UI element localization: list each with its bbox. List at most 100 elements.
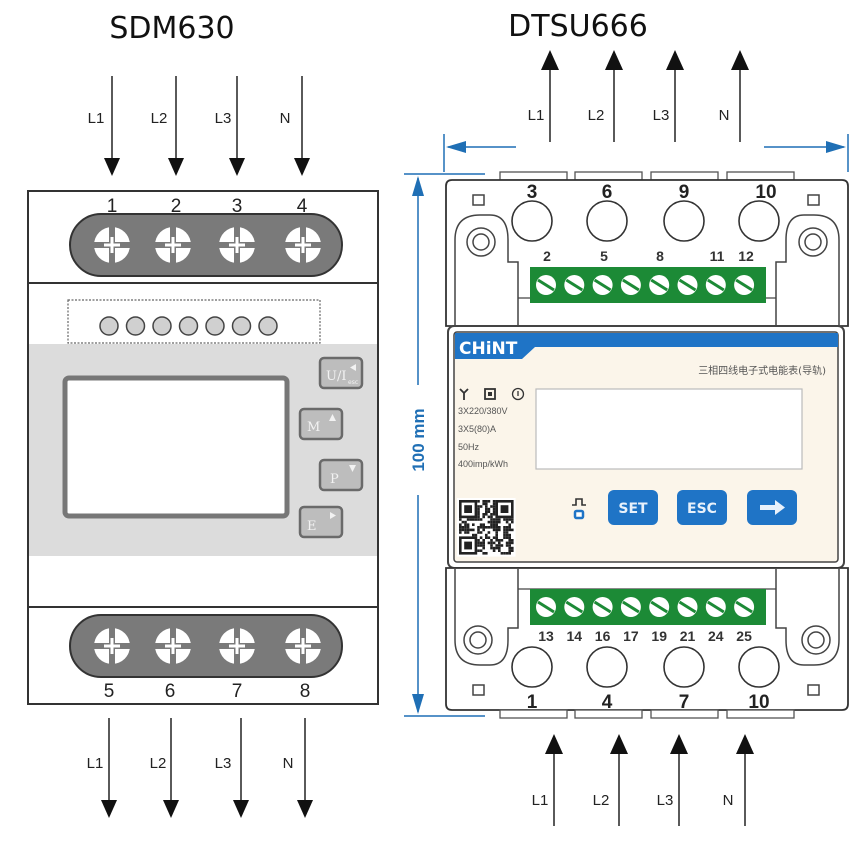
pulse-led-icon <box>572 498 586 520</box>
screw-icon <box>620 275 641 295</box>
terminal-hole <box>738 646 780 688</box>
next-button[interactable] <box>747 490 797 525</box>
wire-label: N <box>283 755 294 772</box>
wire-label: N <box>280 110 291 127</box>
dtsu666-input-wires <box>545 734 754 826</box>
sdm630-leds <box>99 316 278 336</box>
wire-label: N <box>719 107 730 124</box>
screw-icon <box>155 628 191 664</box>
key-sublabel: esc <box>348 379 358 386</box>
terminal-hole <box>511 200 553 242</box>
output-wire-l2 <box>163 718 179 818</box>
screw-icon <box>649 275 670 295</box>
sdm630-bottom-terminal-block <box>69 614 343 678</box>
screw-icon <box>564 275 585 295</box>
input-wire-l1 <box>545 734 563 826</box>
screw-icon <box>677 597 698 617</box>
wire-label: L3 <box>657 792 674 809</box>
wire-label: L1 <box>532 792 549 809</box>
arrow-right-icon <box>760 500 785 515</box>
screw-icon <box>649 597 670 617</box>
dtsu666-title: DTSU666 <box>508 9 648 44</box>
width-dimension <box>443 134 849 172</box>
triangle-right-icon <box>330 512 336 519</box>
esc-button[interactable]: ESC <box>677 490 727 525</box>
terminal-number: 1 <box>107 196 118 217</box>
screw-icon <box>592 275 613 295</box>
key-label: U/I <box>326 369 346 384</box>
wire-label: L2 <box>593 792 610 809</box>
esc-button-label: ESC <box>687 501 717 517</box>
terminal-number: 17 <box>623 628 639 644</box>
key-ui-esc[interactable]: U/I esc <box>318 356 364 390</box>
chint-logo: CHiNT <box>459 339 518 359</box>
screw-icon <box>677 275 698 295</box>
double-insulation-icon <box>484 388 496 400</box>
product-name: 三相四线电子式电能表(导轨) <box>698 364 826 377</box>
sdm630-led-window <box>67 299 321 344</box>
terminal-number: 10 <box>748 692 769 713</box>
input-wire-l3 <box>670 734 688 826</box>
terminal-number: 9 <box>679 182 690 203</box>
output-wire-l2 <box>605 50 623 142</box>
led-indicator <box>125 316 146 336</box>
screw-icon <box>536 275 556 295</box>
wire-label: L2 <box>151 110 168 127</box>
dtsu666-bottom-large-terminals <box>511 646 780 688</box>
wire-label: L2 <box>588 107 605 124</box>
led-indicator <box>231 316 252 336</box>
wire-label: L3 <box>653 107 670 124</box>
led-indicator <box>205 316 225 336</box>
terminal-number: 6 <box>165 681 176 702</box>
terminal-number: 13 <box>538 628 554 644</box>
dtsu666-top-small-screws <box>536 275 755 295</box>
screw-icon <box>620 597 641 617</box>
screw-icon <box>734 275 755 295</box>
height-dimension-label: 100 mm <box>409 408 428 471</box>
terminal-number: 8 <box>656 248 664 264</box>
terminal-number: 19 <box>651 628 667 644</box>
terminal-number: 24 <box>708 628 724 644</box>
terminal-number: 8 <box>300 681 311 702</box>
terminal-hole <box>511 646 553 688</box>
screw-icon <box>592 597 613 617</box>
screw-icon <box>536 597 556 617</box>
input-wire-l3 <box>229 76 245 176</box>
wire-label: L1 <box>528 107 545 124</box>
screw-icon <box>94 227 130 263</box>
output-wire-l3 <box>666 50 684 142</box>
sdm630-top-terminal-block <box>69 213 343 277</box>
wire-label: L3 <box>215 755 232 772</box>
terminal-number: 5 <box>600 248 608 264</box>
symbol-icons <box>459 387 525 401</box>
dtsu666-bottom-small-screws <box>536 597 755 617</box>
terminal-number: 2 <box>171 196 182 217</box>
set-button-label: SET <box>618 501 648 517</box>
output-wire-l1 <box>541 50 559 142</box>
key-e[interactable]: E <box>298 505 344 539</box>
dtsu666-output-wires <box>541 50 749 142</box>
wire-label: N <box>723 792 734 809</box>
dtsu666-display <box>535 388 803 470</box>
info-icon <box>511 387 525 401</box>
three-phase-icon <box>459 388 469 400</box>
screw-icon <box>564 597 585 617</box>
wire-label: L2 <box>150 755 167 772</box>
terminal-number: 1 <box>527 692 538 713</box>
sdm630-title: SDM630 <box>109 11 234 46</box>
terminal-number: 12 <box>738 248 754 264</box>
terminal-number: 6 <box>602 182 613 203</box>
led-indicator <box>152 316 172 336</box>
spec-constant: 400imp/kWh <box>458 459 508 469</box>
terminal-number: 16 <box>595 628 611 644</box>
triangle-left-icon <box>350 364 356 371</box>
spec-voltage: 3X220/380V <box>458 406 508 416</box>
input-wire-l2 <box>610 734 628 826</box>
screw-icon <box>219 628 255 664</box>
key-p[interactable]: P <box>318 458 364 492</box>
screw-icon <box>705 275 726 295</box>
set-button[interactable]: SET <box>608 490 658 525</box>
terminal-number: 4 <box>297 196 308 217</box>
input-wire-n <box>736 734 754 826</box>
key-m[interactable]: M <box>298 407 344 441</box>
